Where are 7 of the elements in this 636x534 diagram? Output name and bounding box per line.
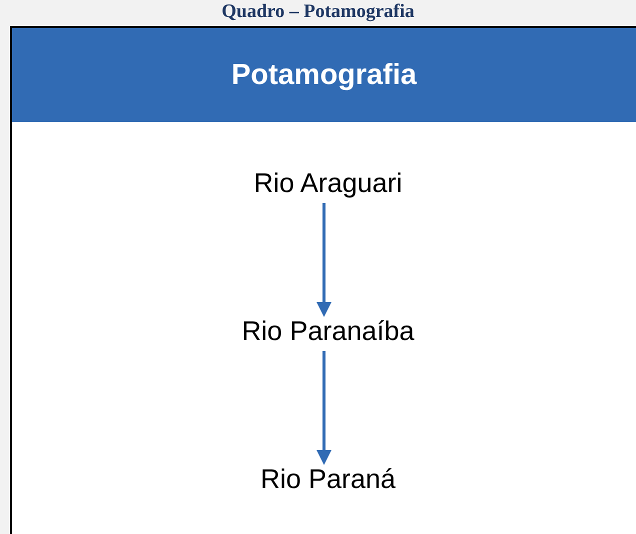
river-name: Rio Paraná xyxy=(260,464,396,495)
river-name: Rio Paranaíba xyxy=(242,316,414,347)
title: Quadro – Potamografia xyxy=(220,1,416,23)
arrow xyxy=(316,351,332,465)
arrow xyxy=(316,203,332,317)
river-name: Rio Araguari xyxy=(254,168,402,199)
header-band: Potamografia xyxy=(12,28,636,122)
